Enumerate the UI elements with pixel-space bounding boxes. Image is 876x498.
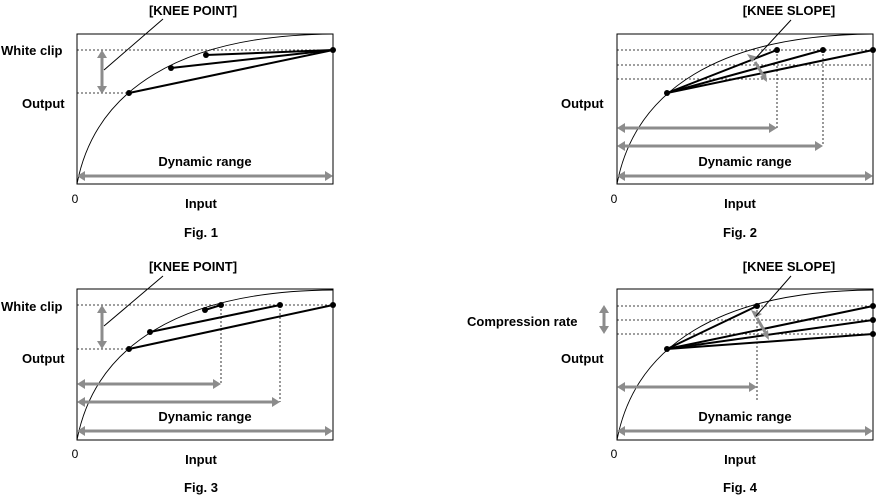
knee-slope-title: [KNEE SLOPE] — [743, 259, 835, 274]
white-clip-marker — [330, 302, 336, 308]
callout-leader — [103, 18, 164, 71]
dynamic-range-label: Dynamic range — [698, 154, 791, 169]
white-clip-marker — [218, 302, 224, 308]
white-clip-marker — [820, 47, 826, 53]
plot-frame — [76, 288, 334, 441]
input-label: Input — [724, 196, 756, 211]
output-label: Output — [22, 351, 65, 366]
knee-point-marker — [664, 346, 670, 352]
plot-frame — [616, 33, 874, 185]
dynamic-range-arrow — [617, 123, 777, 133]
slope-change-arrow — [751, 310, 769, 340]
white-clip-marker — [330, 47, 336, 53]
knee-line — [128, 304, 334, 350]
origin-label: 0 — [611, 447, 618, 461]
knee-slope-title: [KNEE SLOPE] — [743, 3, 835, 18]
knee-slope-line — [666, 305, 874, 350]
output-label: Output — [561, 351, 604, 366]
white-clip-marker — [277, 302, 283, 308]
dynamic-range-arrow — [617, 171, 873, 181]
input-label: Input — [185, 452, 217, 467]
plot-frame — [76, 33, 334, 185]
knee-point-marker — [168, 65, 174, 71]
knee-point-marker — [147, 329, 153, 335]
knee-slope-line — [666, 333, 874, 350]
knee-point-marker — [126, 346, 132, 352]
figure-caption: Fig. 1 — [184, 225, 218, 240]
knee-slope-line — [666, 305, 758, 350]
gamma-curve — [617, 34, 873, 184]
compression-rate-label: Compression rate — [467, 314, 578, 329]
white-clip-marker — [754, 303, 760, 309]
knee-line — [149, 304, 281, 333]
input-label: Input — [185, 196, 217, 211]
white-clip-marker — [774, 47, 780, 53]
dynamic-range-arrow — [77, 379, 221, 389]
white-clip-marker — [870, 47, 876, 53]
input-label: Input — [724, 452, 756, 467]
figure-caption: Fig. 4 — [723, 480, 758, 495]
knee-line — [128, 49, 334, 94]
origin-label: 0 — [72, 447, 79, 461]
white-clip-label: White clip — [1, 299, 62, 314]
figure-caption: Fig. 3 — [184, 480, 218, 495]
knee-slope-line — [666, 319, 874, 350]
callout-leader — [753, 19, 792, 61]
gamma-curve — [617, 289, 873, 440]
knee-slope-line — [666, 49, 778, 94]
output-label: Output — [22, 96, 65, 111]
knee-line — [170, 49, 334, 69]
dynamic-range-arrow — [77, 426, 333, 436]
knee-line — [205, 49, 334, 56]
dynamic-range-arrow — [617, 426, 873, 436]
plot-frame — [616, 288, 874, 441]
white-clip-label: White clip — [1, 43, 62, 58]
knee-point-marker — [202, 307, 208, 313]
figure-2: [KNEE SLOPE] Output Dynamic range 0 Inpu… — [561, 3, 876, 240]
slope-end-marker — [870, 331, 876, 337]
dynamic-range-arrow — [617, 382, 757, 392]
output-label: Output — [561, 96, 604, 111]
knee-slope-line — [666, 49, 824, 94]
knee-point-title: [KNEE POINT] — [149, 3, 237, 18]
callout-leader — [755, 275, 792, 317]
compression-rate-arrow — [599, 305, 609, 334]
dynamic-range-label: Dynamic range — [158, 409, 251, 424]
knee-point-marker — [126, 90, 132, 96]
slope-end-marker — [870, 303, 876, 309]
figure-caption: Fig. 2 — [723, 225, 757, 240]
dynamic-range-arrow — [77, 397, 280, 407]
slope-change-arrow — [747, 54, 767, 82]
knee-point-title: [KNEE POINT] — [149, 259, 237, 274]
origin-label: 0 — [611, 192, 618, 206]
knee-point-range-arrow — [97, 305, 107, 349]
dynamic-range-label: Dynamic range — [698, 409, 791, 424]
knee-slope-line — [666, 49, 874, 94]
figure-1: [KNEE POINT] White clip Output Dynamic r… — [1, 3, 336, 240]
figure-3: [KNEE POINT] White clip Output Dynamic r… — [1, 259, 336, 495]
callout-leader — [103, 275, 164, 327]
dynamic-range-arrow — [77, 171, 333, 181]
slope-end-marker — [870, 317, 876, 323]
figure-4: [KNEE SLOPE] Compression rate Output Dyn… — [467, 259, 876, 495]
dynamic-range-label: Dynamic range — [158, 154, 251, 169]
knee-point-range-arrow — [97, 50, 107, 94]
gamma-curve — [77, 34, 333, 184]
origin-label: 0 — [72, 192, 79, 206]
knee-point-marker — [203, 52, 209, 58]
knee-point-marker — [664, 90, 670, 96]
dynamic-range-arrow — [617, 141, 823, 151]
